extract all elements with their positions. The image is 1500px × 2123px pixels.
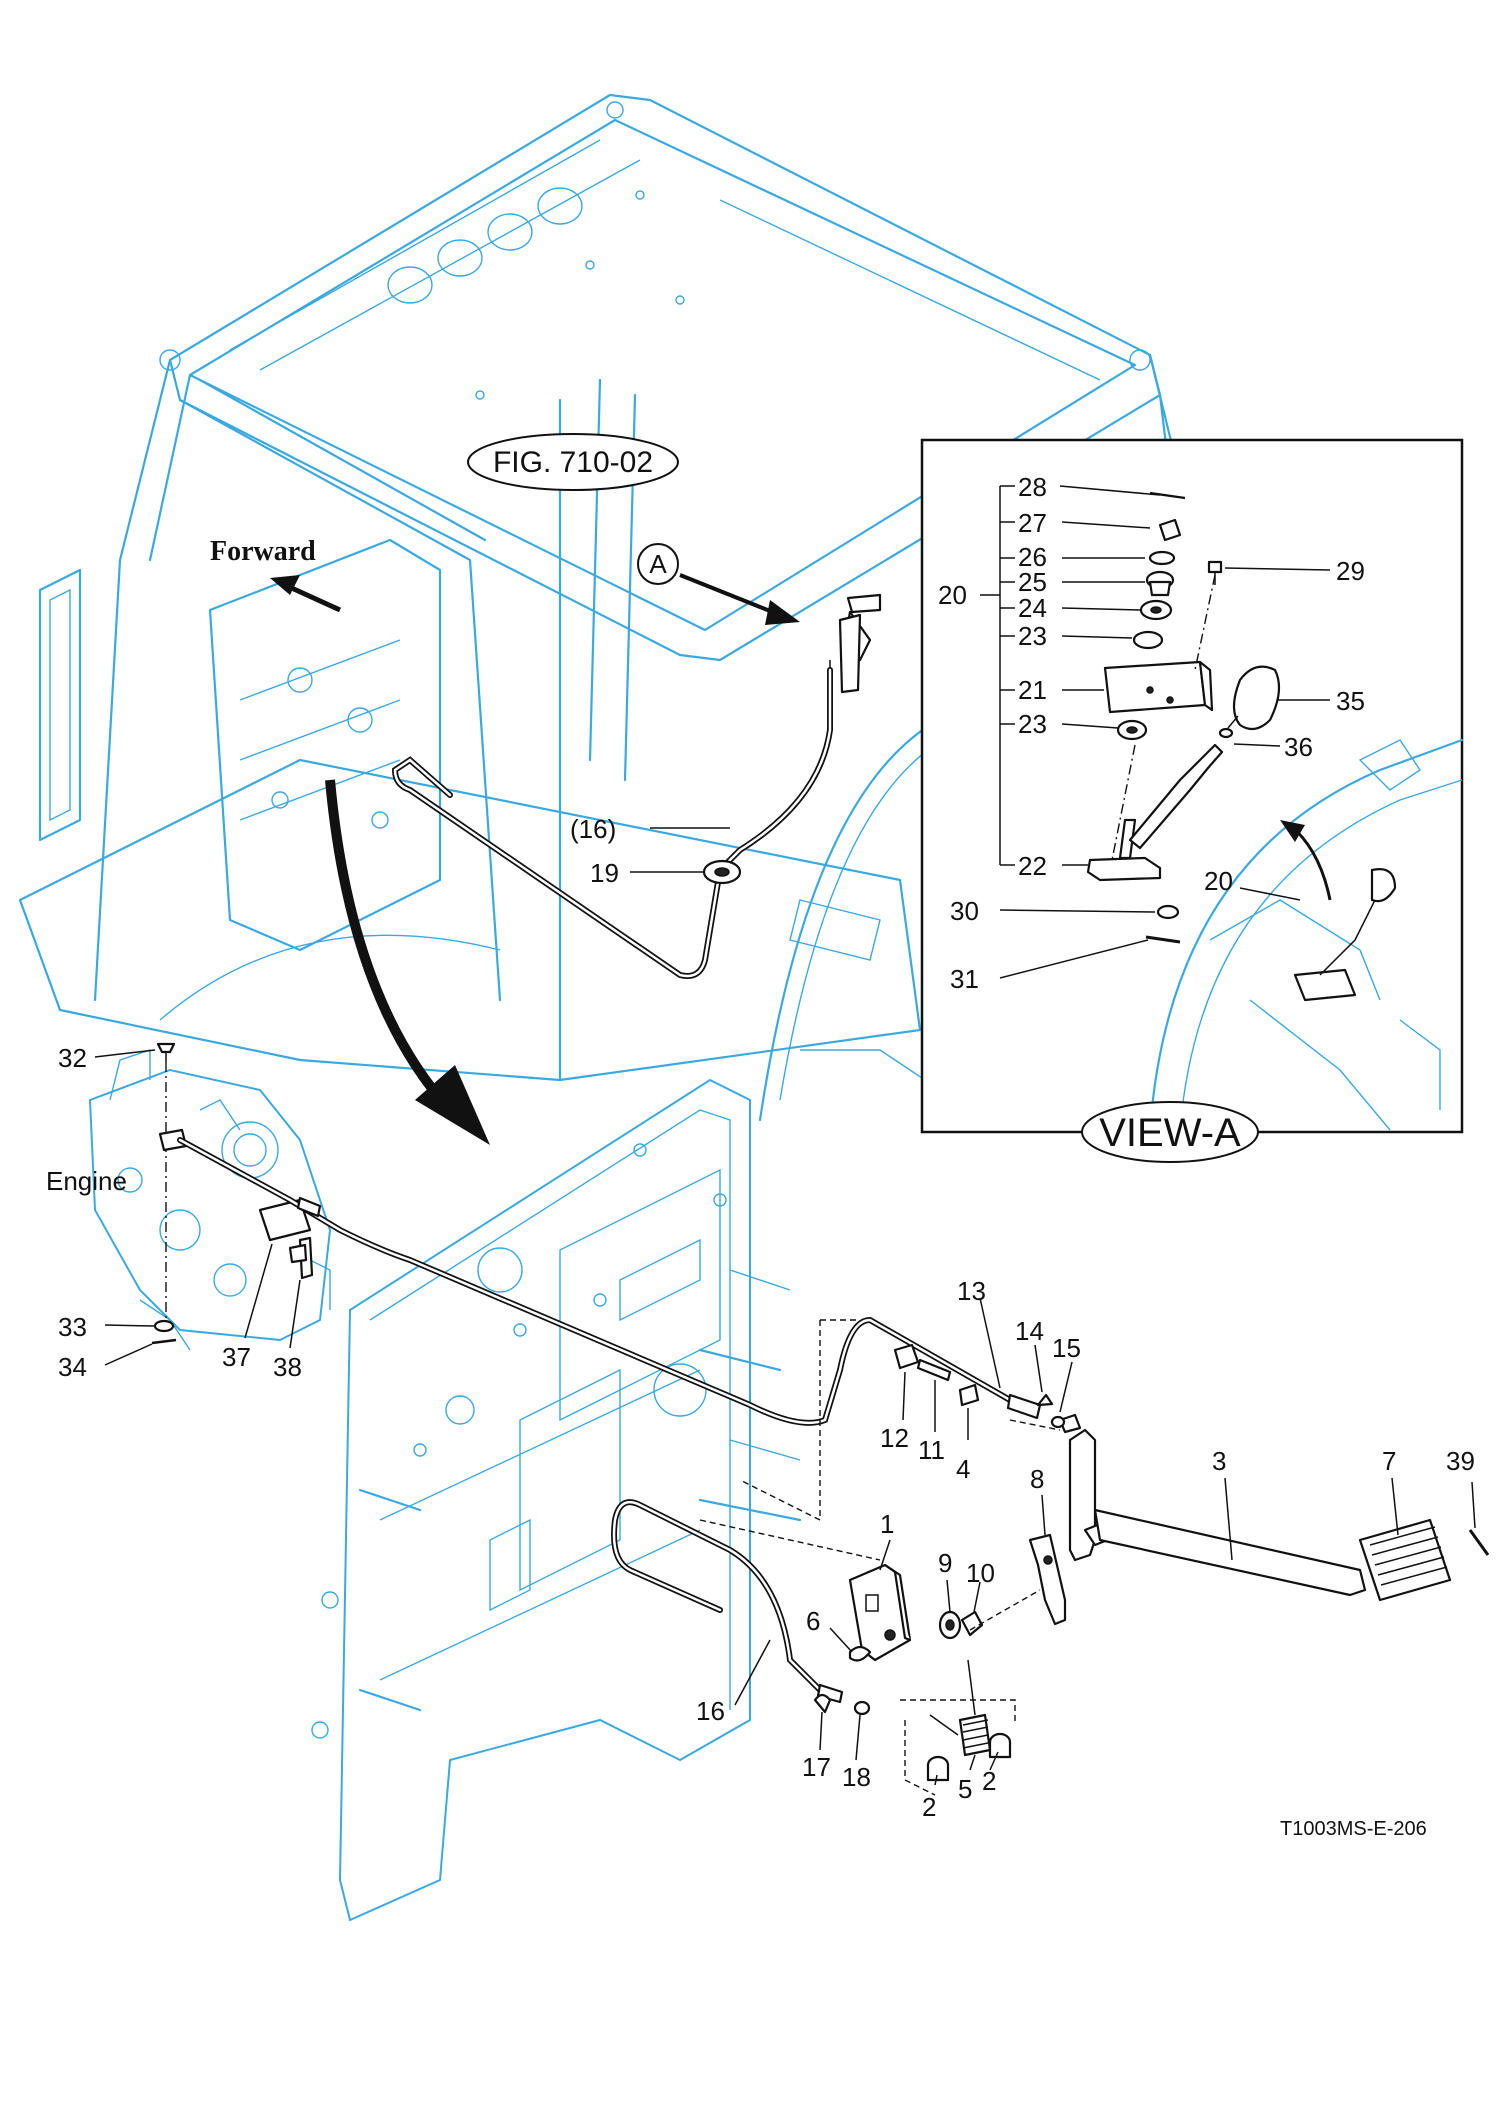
callout-35: 35	[1336, 686, 1365, 716]
callout-31: 31	[950, 964, 979, 994]
callout-1: 1	[880, 1509, 894, 1539]
fig-ref-bubble: FIG. 710-02	[467, 433, 679, 491]
callout-7: 7	[1382, 1446, 1396, 1476]
zoom-arrow	[325, 779, 490, 1145]
cable-hardware	[893, 1343, 1066, 1429]
view-a-inset	[920, 438, 1464, 1134]
callout-18: 18	[842, 1762, 871, 1792]
callout-36: 36	[1284, 732, 1313, 762]
callout-12: 12	[880, 1423, 909, 1453]
callout-2a: 2	[922, 1792, 936, 1822]
throttle-cable	[177, 1137, 1042, 1426]
callout-21: 21	[1018, 675, 1047, 705]
callout-20-inset: 20	[1204, 866, 1233, 896]
callout-23a: 23	[1018, 621, 1047, 651]
view-a-bracket	[980, 485, 1015, 866]
callout-34: 34	[58, 1352, 87, 1382]
callout-26: 26	[1018, 542, 1047, 572]
callout-38: 38	[273, 1352, 302, 1382]
foot-cable	[611, 1499, 844, 1704]
forward-arrow	[270, 575, 342, 613]
callout-10: 10	[966, 1558, 995, 1588]
callout-28: 28	[1018, 472, 1047, 502]
callout-9: 9	[938, 1548, 952, 1578]
engine-side-parts	[151, 1042, 314, 1345]
callout-15: 15	[1052, 1333, 1081, 1363]
callout-16-ref: (16)	[570, 814, 616, 844]
engine-label: Engine	[46, 1166, 127, 1196]
callout-11: 11	[918, 1435, 945, 1465]
callout-30: 30	[950, 896, 979, 926]
pedal-assembly	[813, 1413, 1490, 1782]
front-panel	[311, 1078, 802, 1922]
callout-33: 33	[58, 1312, 87, 1342]
callout-22: 22	[1018, 851, 1047, 881]
callout-17: 17	[802, 1752, 831, 1782]
callout-2b: 2	[982, 1766, 996, 1796]
callout-32: 32	[58, 1043, 87, 1073]
callout-16: 16	[696, 1696, 725, 1726]
callout-37: 37	[222, 1342, 251, 1372]
callout-13: 13	[957, 1276, 986, 1306]
callout-27: 27	[1018, 508, 1047, 538]
hand-throttle-upper	[829, 593, 882, 700]
view-a-title: VIEW-A	[1099, 1111, 1241, 1155]
callout-39: 39	[1446, 1446, 1475, 1476]
callout-23b: 23	[1018, 709, 1047, 739]
callout-3: 3	[1212, 1446, 1226, 1476]
view-a-marker-label: A	[649, 549, 667, 579]
callout-14: 14	[1015, 1316, 1044, 1346]
view-a-group-label: 20	[938, 580, 967, 610]
view-a-marker: A	[637, 543, 800, 625]
callout-29: 29	[1336, 556, 1365, 586]
forward-label: Forward	[210, 536, 316, 567]
callout-24: 24	[1018, 593, 1047, 623]
drawing-code: T1003MS-E-206	[1280, 1818, 1427, 1840]
upper-cable	[391, 667, 833, 979]
callout-25: 25	[1018, 567, 1047, 597]
callout-8: 8	[1030, 1464, 1044, 1494]
callout-5: 5	[958, 1774, 972, 1804]
fig-ref-label: FIG. 710-02	[493, 446, 653, 479]
callout-4: 4	[956, 1454, 970, 1484]
callout-19: 19	[590, 858, 619, 888]
view-a-title-bubble: VIEW-A	[1081, 1101, 1259, 1163]
callout-6: 6	[806, 1606, 820, 1636]
engine-pump	[88, 1049, 332, 1351]
